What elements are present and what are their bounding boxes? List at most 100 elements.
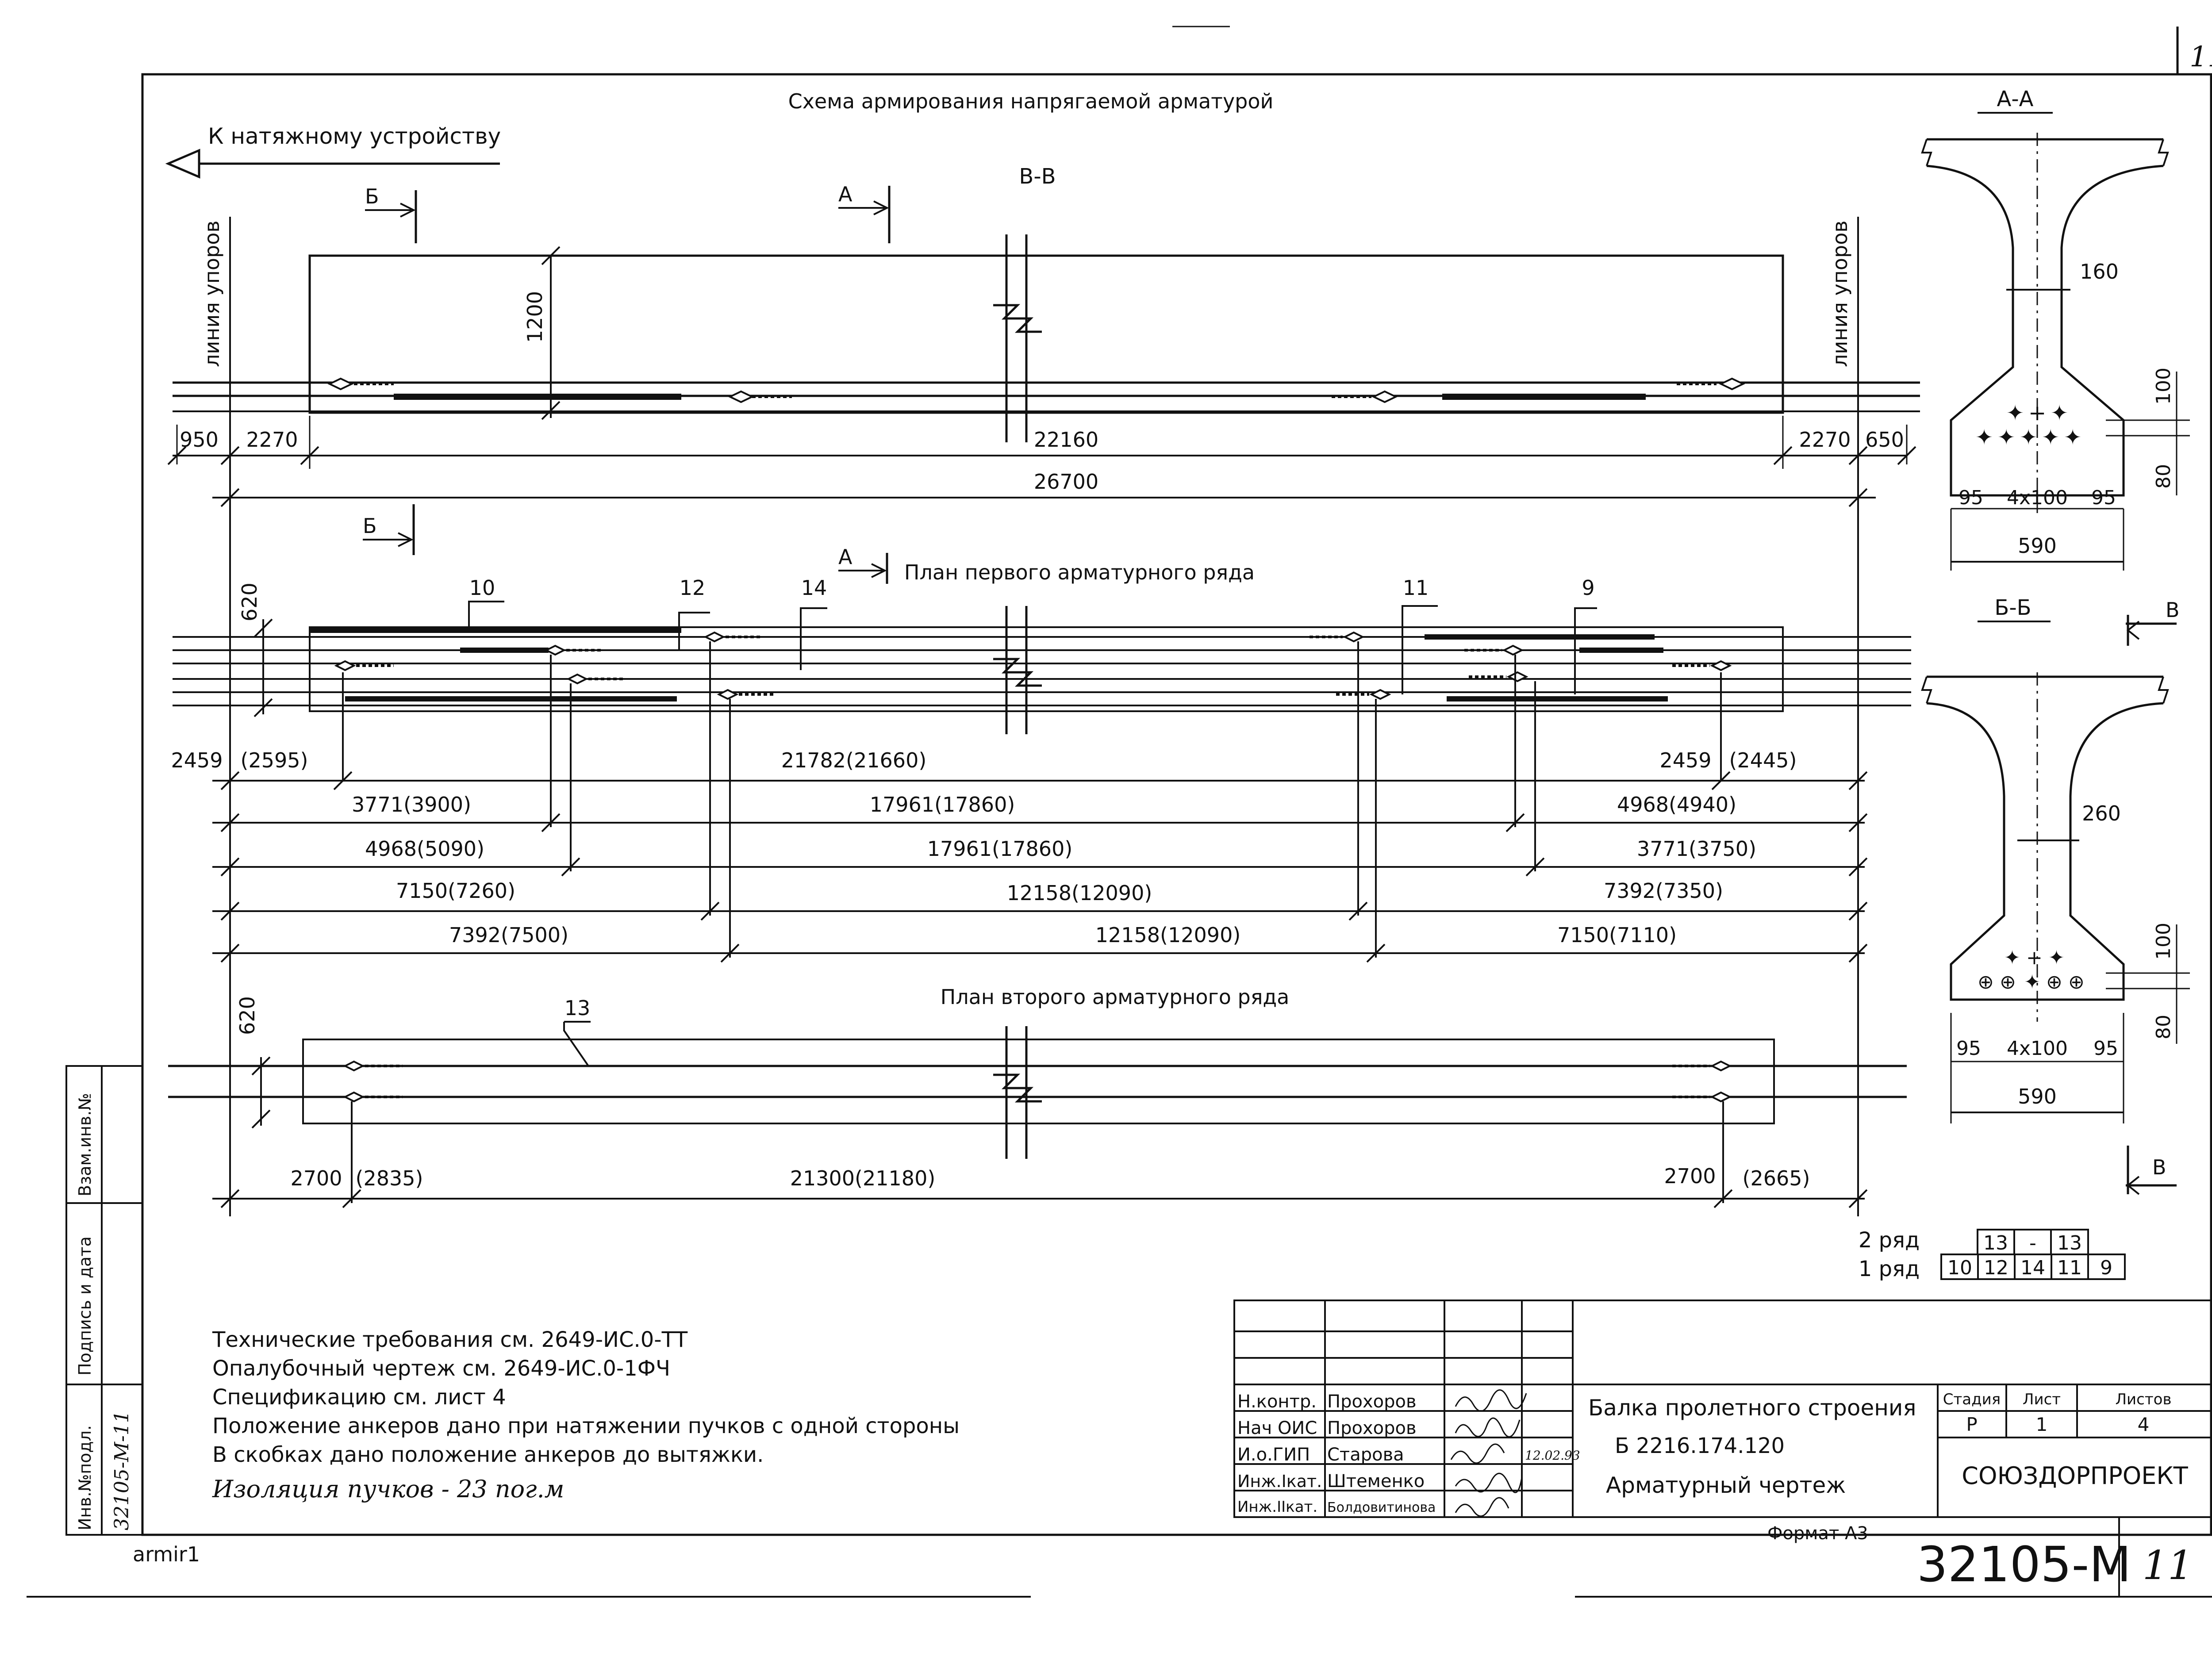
elev-dim-2270-right: 2270 <box>1799 428 1851 452</box>
stamp-role-1: Н.контр. <box>1237 1392 1317 1412</box>
p2-dim-a: 2700 <box>290 1166 342 1190</box>
cut-marker-b-top <box>365 190 417 243</box>
plan1-view <box>173 601 1911 963</box>
title-block <box>1233 1300 2212 1597</box>
section-aa-web: 160 <box>2080 260 2119 284</box>
plan1-mark-11: 11 <box>1403 576 1429 600</box>
stop-line-label-right: линия упоров <box>1828 221 1852 367</box>
stamp-role-2: Нач ОИС <box>1237 1418 1317 1438</box>
svg-text:✦: ✦ <box>2024 971 2040 993</box>
doc-number: 32105-М <box>1917 1536 2131 1593</box>
section-bb-web: 260 <box>2082 801 2121 825</box>
cut-marker-b-mid <box>363 504 415 555</box>
note-1: Технические требования см. 2649-ИС.0-ТТ <box>212 1327 688 1352</box>
svg-text:✦: ✦ <box>2064 425 2081 450</box>
rows-table-r2-c1: 13 <box>1983 1232 2008 1254</box>
section-aa-4x100: 4х100 <box>2007 487 2068 509</box>
svg-text:⊕: ⊕ <box>2000 971 2016 993</box>
cut-v-label-top: В <box>2166 598 2180 622</box>
format-label: Формат А3 <box>1767 1523 1868 1544</box>
stamp-value-sheets: 4 <box>2138 1414 2150 1435</box>
p2-dim-d: 2700 <box>1664 1164 1716 1188</box>
rows-table-grid <box>1940 1229 2126 1280</box>
rows-table-r1-c3: 14 <box>2020 1257 2045 1279</box>
p1-r4-b: 12158(12090) <box>1007 881 1152 905</box>
rows-table-r2-c3: 13 <box>2057 1232 2082 1254</box>
p1-r2-b: 17961(17860) <box>870 793 1015 816</box>
stamp-name-3: Старова <box>1327 1445 1404 1465</box>
section-bb-95-left: 95 <box>1956 1037 1981 1060</box>
svg-text:✦: ✦ <box>1997 425 2015 450</box>
stamp-name-1: Прохоров <box>1327 1392 1417 1412</box>
elev-dim-650: 650 <box>1865 428 1904 452</box>
stamp-title-code: Б 2216.174.120 <box>1615 1434 1785 1458</box>
stamp-name-2: Прохоров <box>1327 1418 1417 1438</box>
svg-text:✦: ✦ <box>2020 425 2037 450</box>
stamp-header-stage: Стадия <box>1943 1391 2001 1408</box>
cut-marker-v-bottom <box>2126 1146 2177 1195</box>
stamp-title-line1: Балка пролетного строения <box>1588 1395 1916 1421</box>
drawing-frame <box>27 26 2212 1598</box>
svg-text:✦: ✦ <box>2042 425 2059 450</box>
cut-marker-a-top <box>838 186 891 243</box>
plan2-title: План второго арматурного ряда <box>941 985 1290 1009</box>
margin-inv-value: 32105-М-11 <box>111 1411 133 1530</box>
plan2-view <box>168 1021 1907 1208</box>
section-aa-95-left: 95 <box>1959 487 1983 509</box>
p1-r5-c: 7150(7110) <box>1557 923 1677 947</box>
note-2: Опалубочный чертеж см. 2649-ИС.0-1ФЧ <box>212 1356 670 1381</box>
section-bb-4x100: 4х100 <box>2007 1037 2068 1060</box>
cut-b-label-1: Б <box>365 184 379 208</box>
section-bb-width: 590 <box>2018 1085 2057 1108</box>
cut-marker-a-mid <box>838 553 888 584</box>
cut-b-label-2: Б <box>363 514 377 538</box>
stop-line-label-left: линия упоров <box>200 221 224 367</box>
svg-text:⊕: ⊕ <box>1978 971 1994 993</box>
p1-r1-c: 21782(21660) <box>781 748 927 772</box>
cut-a-label-1: А <box>838 182 853 206</box>
elevation-height: 1200 <box>523 291 547 343</box>
plan2-mark-13: 13 <box>565 996 591 1020</box>
stamp-header-sheet: Лист <box>2023 1391 2061 1408</box>
section-aa-width: 590 <box>2018 534 2057 558</box>
section-aa-title: А-А <box>1997 87 2034 111</box>
plan1-mark-14: 14 <box>801 576 827 600</box>
plan1-mark-12: 12 <box>680 576 706 600</box>
stamp-name-4: Штеменко <box>1327 1471 1425 1491</box>
stamp-role-3: И.о.ГИП <box>1237 1445 1310 1465</box>
p1-r2-c: 4968(4940) <box>1617 793 1736 816</box>
note-4: Положение анкеров дано при натяжении пуч… <box>212 1414 960 1438</box>
stamp-title-line3: Арматурный чертеж <box>1606 1472 1846 1498</box>
rows-table-row1-label: 1 ряд <box>1859 1257 1920 1281</box>
section-bb-100: 100 <box>2152 923 2175 960</box>
section-bb-title: Б-Б <box>1994 595 2031 620</box>
elev-dim-950: 950 <box>180 428 219 452</box>
direction-arrow-icon <box>165 149 500 179</box>
p1-r1-d: 2459 <box>1659 748 1711 772</box>
elev-dim-22160: 22160 <box>1034 428 1098 452</box>
sheet-number-corner: 11 <box>2189 41 2212 73</box>
plan1-offset: 620 <box>238 583 261 621</box>
p1-r2-a: 3771(3900) <box>352 793 471 816</box>
p1-r3-c: 3771(3750) <box>1637 837 1756 861</box>
margin-replace-label: Взам.инв.№ <box>75 1093 95 1196</box>
section-bb-80: 80 <box>2152 1015 2175 1039</box>
p2-dim-e: (2665) <box>1743 1166 1810 1190</box>
stamp-value-sheet: 1 <box>2036 1414 2048 1435</box>
plan2-offset: 620 <box>235 996 259 1035</box>
cut-a-label-2: А <box>838 545 853 569</box>
p1-r1-e: (2445) <box>1729 748 1797 772</box>
stamp-date-3: 12.02.93 <box>1525 1448 1580 1463</box>
elevation-view <box>167 217 1920 1216</box>
elev-total: 26700 <box>1034 470 1098 494</box>
rows-table-r1-c1: 10 <box>1947 1257 1972 1279</box>
section-aa-drawing: ✦+✦ ✦✦✦✦✦ <box>1921 133 2190 571</box>
rows-table-r2-c2: - <box>2029 1232 2036 1254</box>
elev-dim-2270-left: 2270 <box>246 428 298 452</box>
svg-text:✦: ✦ <box>2051 401 2068 426</box>
rows-table-row2-label: 2 ряд <box>1859 1228 1920 1253</box>
svg-text:✦: ✦ <box>2004 947 2020 969</box>
section-aa-100: 100 <box>2152 368 2175 405</box>
section-bb-drawing: ✦+✦ ⊕⊕✦⊕⊕ <box>1921 672 2190 1123</box>
